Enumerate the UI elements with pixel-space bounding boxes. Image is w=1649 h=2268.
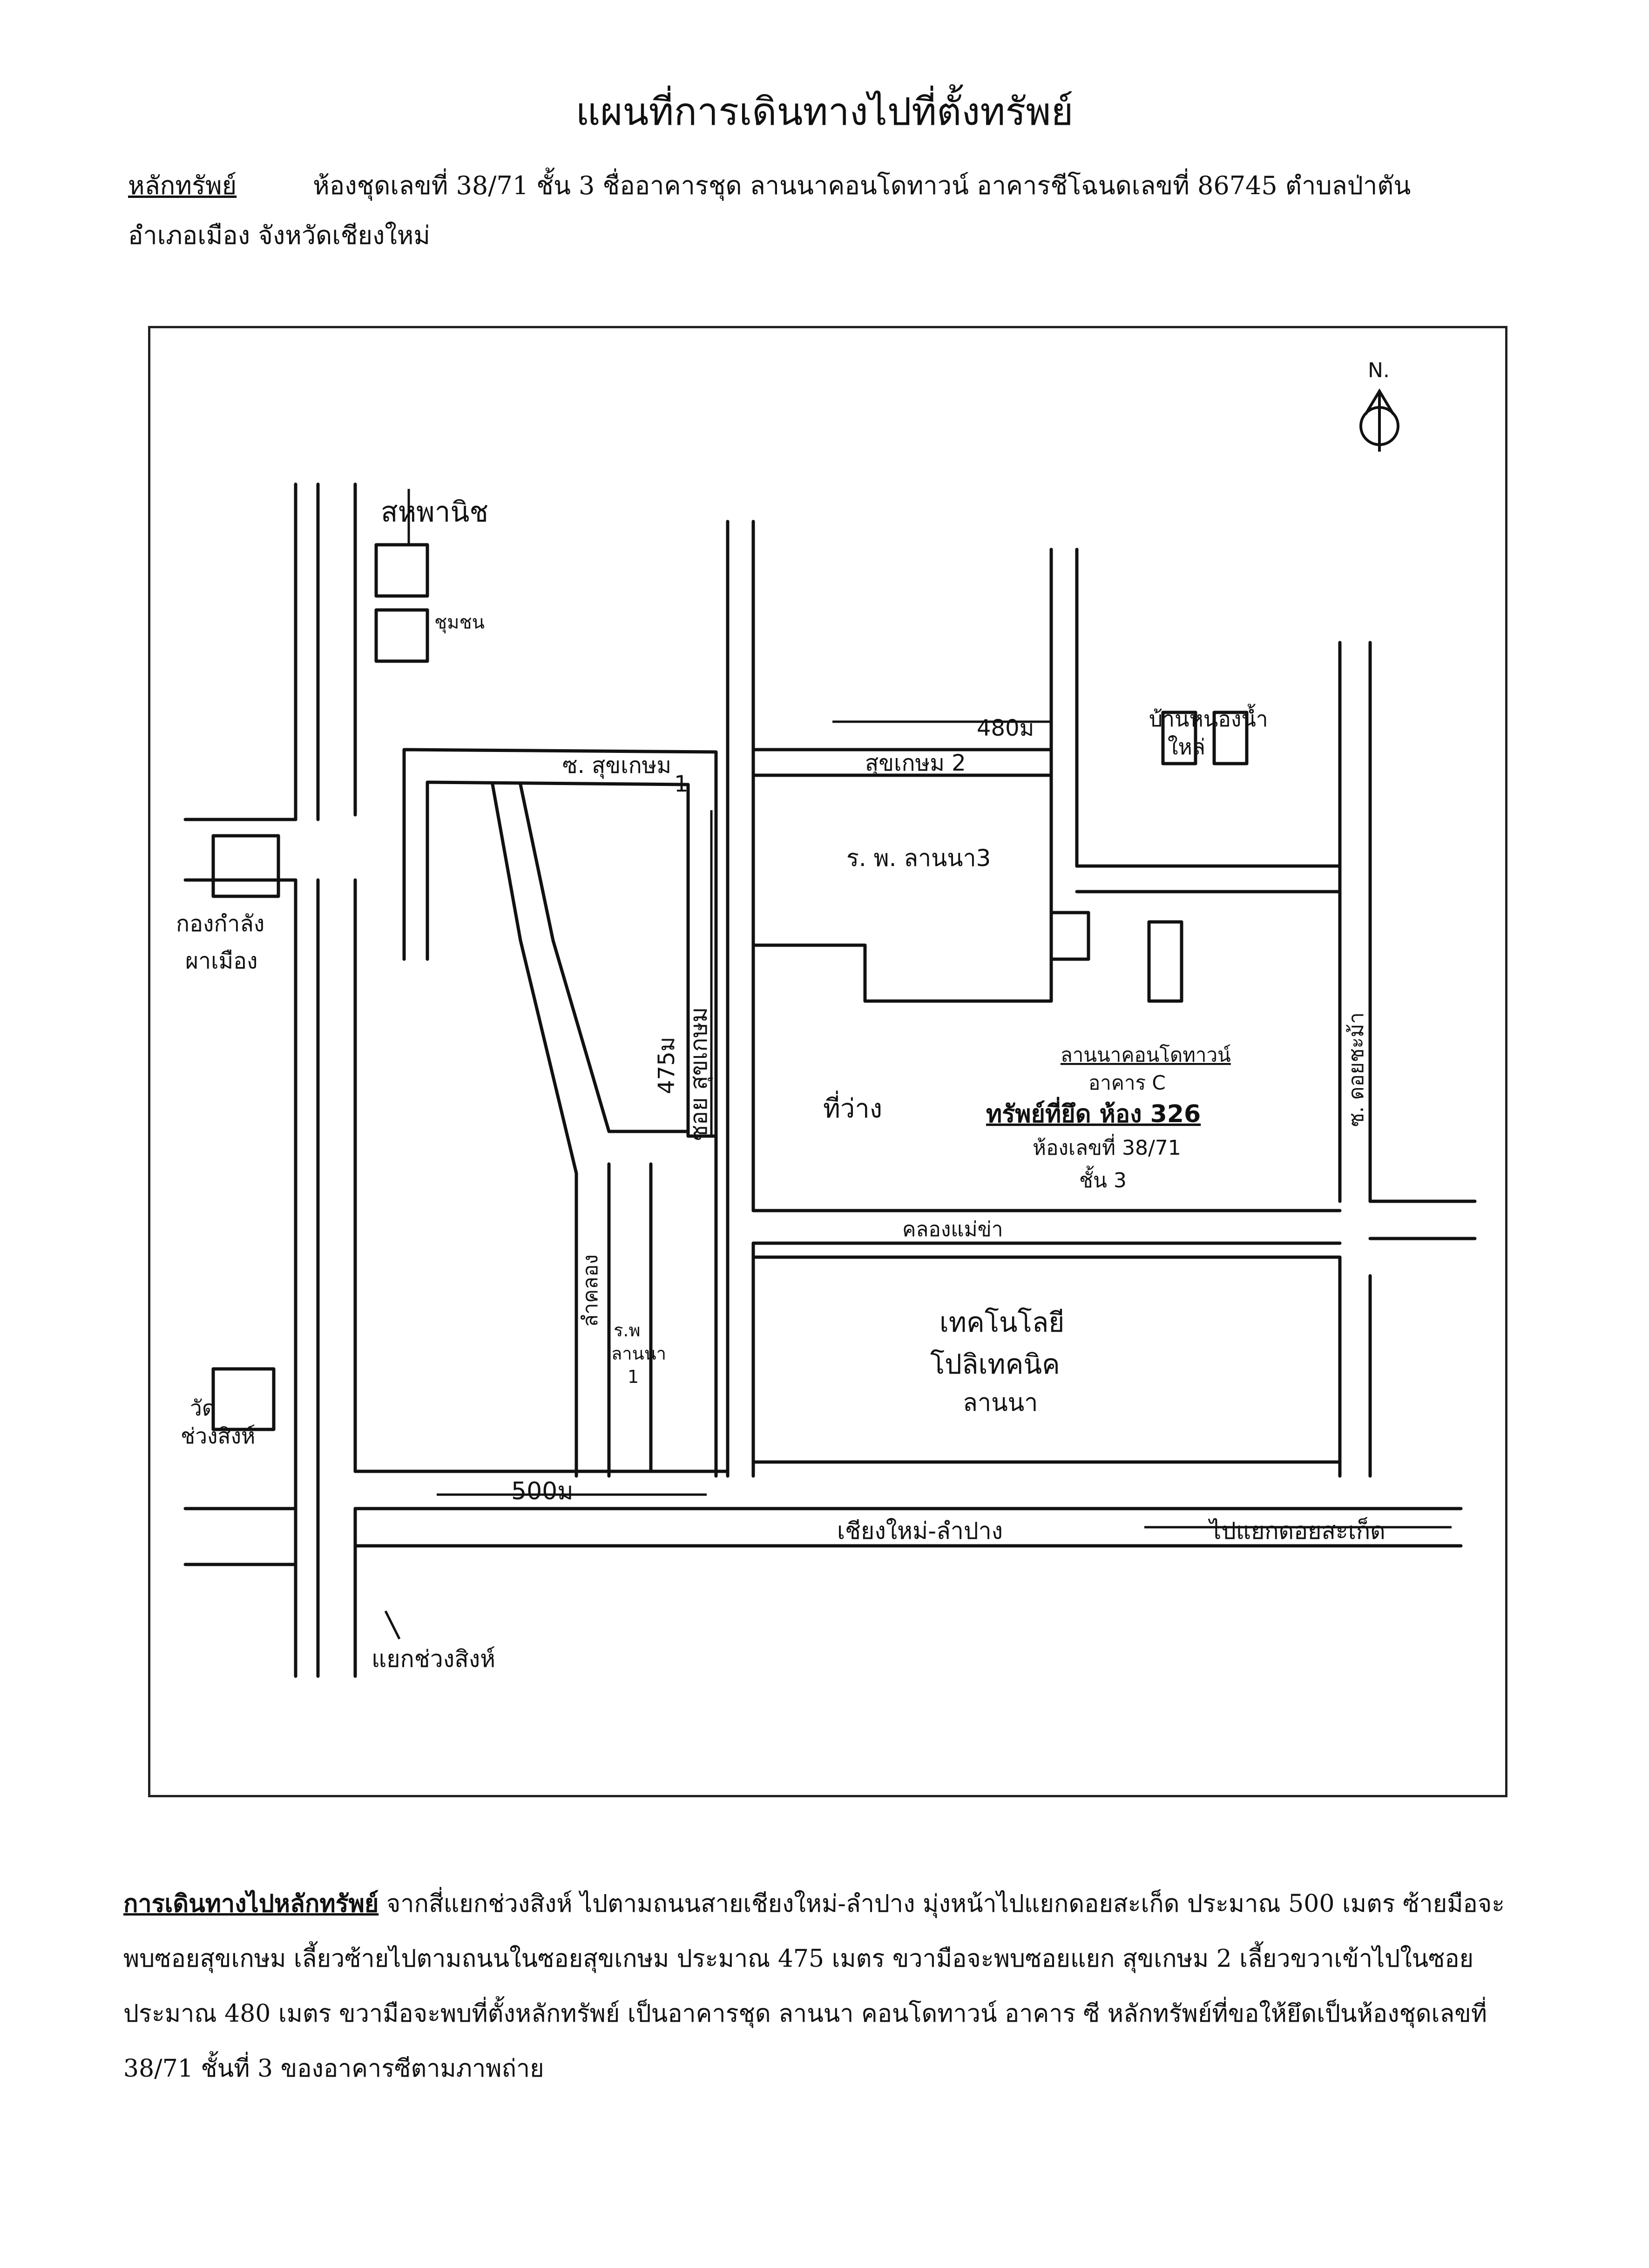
- label-hospital-2: ลานนา: [611, 1343, 666, 1364]
- directions-label: การเดินทางไปหลักทรัพย์: [123, 1889, 379, 1918]
- hand-drawn-map: N. สหพานิช ชุมชน กองกำลัง ผาเมือง ซ. สุข…: [176, 359, 1477, 1678]
- label-land-empty: ที่ว่าง: [823, 1090, 882, 1124]
- label-lanna: ลานนา: [963, 1389, 1038, 1417]
- label-temple-2: ช่วงสิงห์: [181, 1423, 255, 1449]
- label-distance-bottom: 500ม: [511, 1477, 574, 1505]
- label-intersection: แยกช่วงสิงห์: [372, 1645, 495, 1672]
- label-polytechnic: โปลิเทคนิค: [930, 1348, 1060, 1380]
- label-floor: ชั้น 3: [1079, 1165, 1127, 1192]
- label-school: ร. พ. ลานนา3: [846, 845, 991, 872]
- north-label: N.: [1368, 359, 1390, 382]
- north-arrow-icon: [1359, 388, 1399, 452]
- property-line: หลักทรัพย์ ห้องชุดเลขที่ 38/71 ชั้น 3 ชื…: [128, 165, 1525, 205]
- property-text: ห้องชุดเลขที่ 38/71 ชั้น 3 ชื่ออาคารชุด …: [313, 171, 1411, 200]
- label-top-landmark-sub: ชุมชน: [434, 612, 485, 634]
- label-to-doi-saket: ไปแยกดอยสะเก็ด: [1208, 1517, 1385, 1544]
- label-condo: ลานนาคอนโดทาวน์: [1061, 1043, 1231, 1066]
- label-soi-sukkasem-vertical: ซอย สุขเกษม: [685, 1007, 713, 1141]
- directions-text: จากสี่แยกช่วงสิงห์ ไปตามถนนสายเชียงใหม่-…: [123, 1890, 1505, 2083]
- label-technology: เทคโนโลยี: [939, 1307, 1064, 1338]
- directions-paragraph: การเดินทางไปหลักทรัพย์ จากสี่แยกช่วงสิงห…: [123, 1876, 1515, 2096]
- label-soi-sukkasem-2: สุขเกษม 2: [865, 750, 966, 777]
- property-label: หลักทรัพย์: [128, 171, 237, 200]
- map-frame: [148, 326, 1507, 1797]
- label-lane-left: ลำคลอง: [579, 1254, 602, 1327]
- route-arrows: [384, 489, 1452, 1640]
- label-main-road: เชียงใหม่-ลำปาง: [837, 1517, 1003, 1544]
- label-room-no: ห้องเลขที่ 38/71: [1033, 1133, 1181, 1160]
- label-canal: คลองแม่ข่า: [902, 1218, 1003, 1241]
- label-left-landmark: กองกำลัง: [176, 911, 264, 937]
- label-property-marker: ทรัพย์ที่ยึด ห้อง 326: [986, 1097, 1201, 1128]
- label-right-soi: ซ. ดอยชะม้า: [1345, 1012, 1368, 1127]
- label-top-right-landmark: บ้านหนองน้ำ: [1149, 704, 1268, 731]
- label-top-landmark: สหพานิช: [381, 496, 488, 528]
- label-top-right-landmark-2: ใหล่: [1168, 734, 1205, 759]
- label-distance-vertical: 475ม: [654, 1037, 680, 1094]
- document-title: แผนที่การเดินทางไปที่ตั้งทรัพย์: [575, 90, 1074, 134]
- label-soi-sukkasem-1-num: 1: [674, 771, 689, 797]
- label-hospital-3: 1: [628, 1367, 639, 1387]
- label-temple: วัด: [190, 1395, 216, 1421]
- label-condo-building: อาคาร C: [1088, 1071, 1166, 1094]
- label-hospital: ร.พ: [614, 1320, 641, 1340]
- label-distance-top: 480ม: [977, 715, 1034, 741]
- address-line: อำเภอเมือง จังหวัดเชียงใหม่: [128, 221, 430, 250]
- label-soi-sukkasem-1: ซ. สุขเกษม: [562, 752, 671, 779]
- label-left-landmark-2: ผาเมือง: [185, 948, 257, 974]
